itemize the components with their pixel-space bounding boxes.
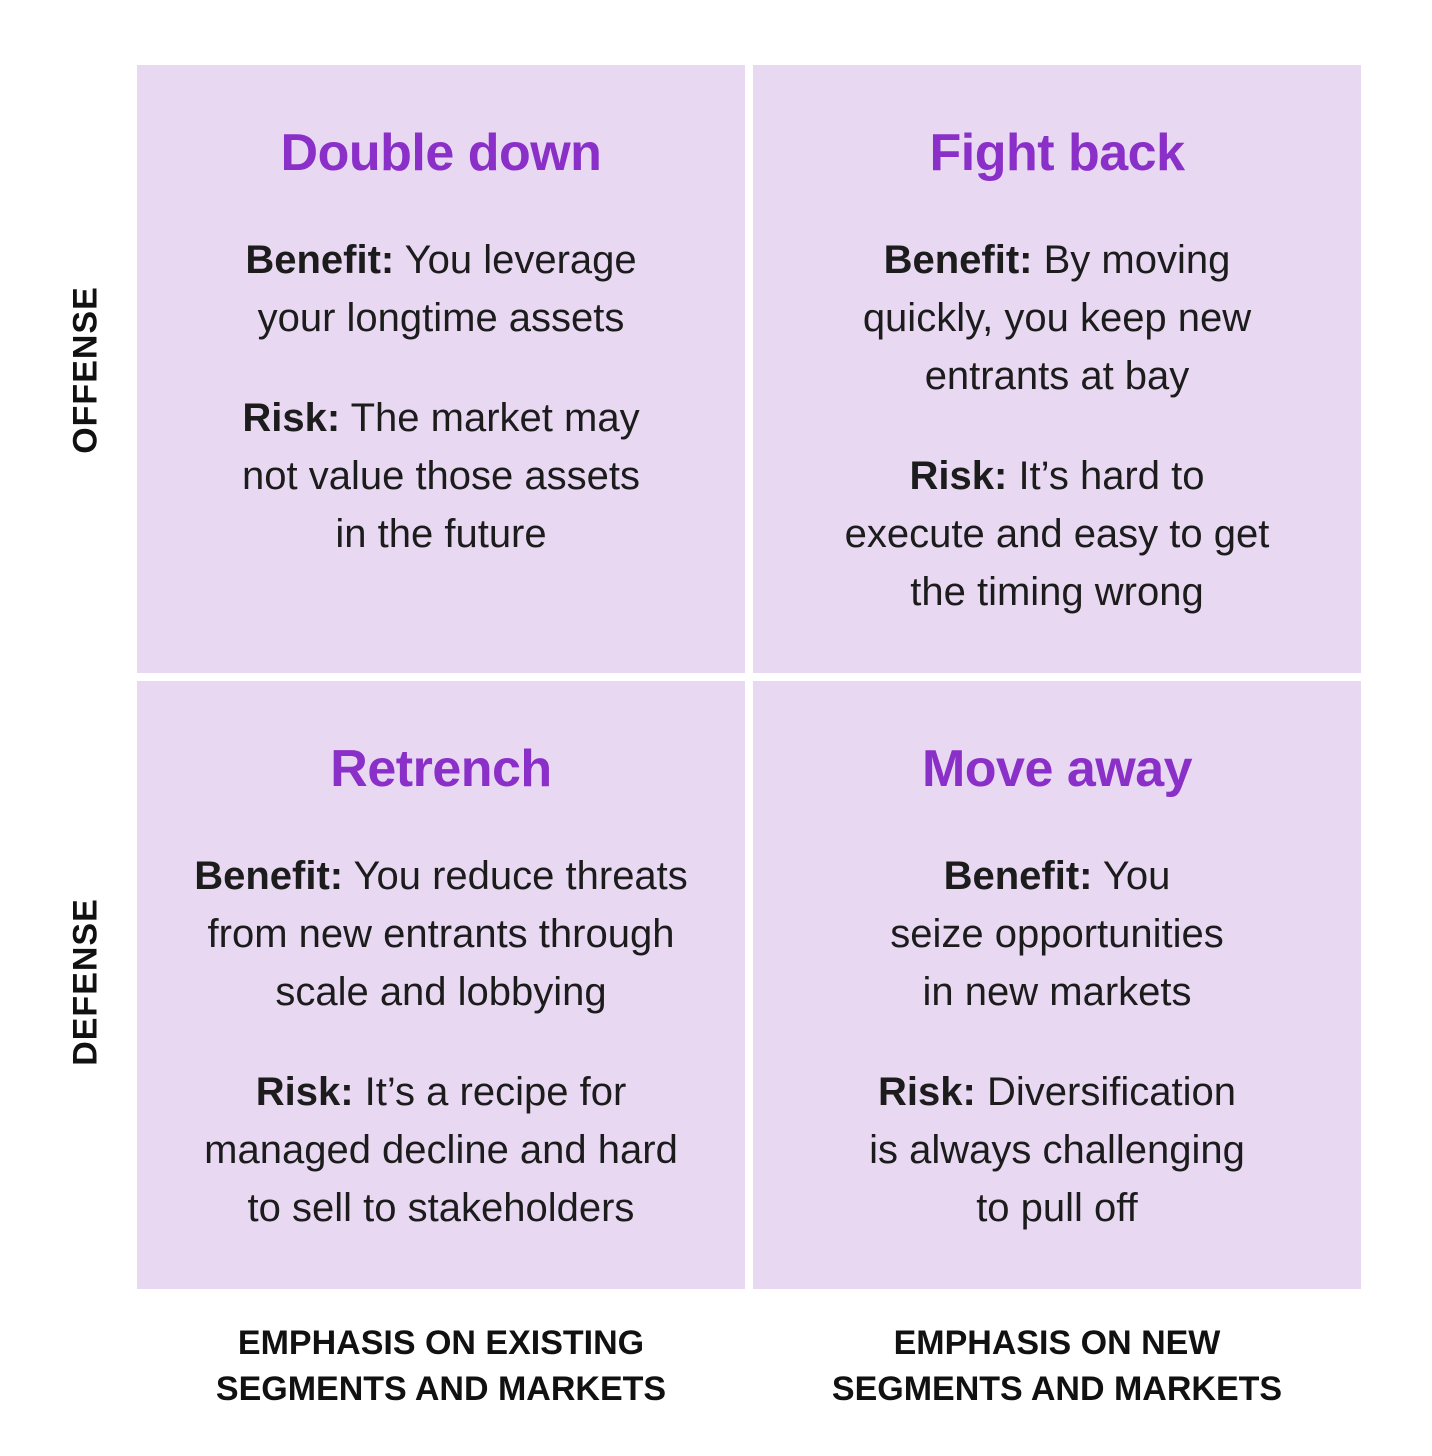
quadrant-move-away: Move away Benefit: You seize opportuniti… [753,681,1361,1289]
benefit-text-line: By moving [1043,238,1231,282]
risk-paragraph: Risk: It’s hard to execute and easy to g… [845,447,1270,621]
quadrant-retrench: Retrench Benefit: You reduce threats fro… [137,681,745,1289]
row-label-offense: OFFENSE [66,286,105,454]
benefit-label: Benefit: [943,854,1093,898]
benefit-paragraph: Benefit: You seize opportunities in new … [869,847,1245,1021]
benefit-text-line: in new markets [922,970,1192,1014]
quadrant-title: Fight back [929,124,1185,182]
risk-label: Risk: [878,1070,976,1114]
risk-label: Risk: [242,396,341,440]
quadrant-body: Benefit: You seize opportunities in new … [869,847,1245,1237]
benefit-text-line: entrants at bay [924,354,1190,398]
benefit-label: Benefit: [883,238,1033,282]
quadrant-body: Benefit: You reduce threats from new ent… [194,847,688,1237]
column-label-line: EMPHASIS ON EXISTING [237,1324,645,1362]
risk-text-line: to sell to stakeholders [247,1186,635,1230]
risk-paragraph: Risk: It’s a recipe for managed decline … [194,1063,688,1237]
benefit-text-line: seize opportunities [890,912,1224,956]
risk-text-line: not value those assets [241,454,641,498]
risk-paragraph: Risk: The market may not value those ass… [242,389,640,563]
benefit-text-line: quickly, you keep new [862,296,1252,340]
benefit-paragraph: Benefit: By moving quickly, you keep new… [845,231,1270,405]
risk-text-line: It’s hard to [1018,454,1205,498]
risk-text-line: is always challenging [869,1128,1245,1172]
column-label-line: SEGMENTS AND MARKETS [831,1370,1283,1408]
risk-label: Risk: [909,454,1008,498]
quadrant-double-down: Double down Benefit: You leverage your l… [137,65,745,673]
risk-text-line: managed decline and hard [204,1128,678,1172]
risk-text-line: to pull off [976,1186,1138,1230]
benefit-text-line: your longtime assets [257,296,625,340]
benefit-paragraph: Benefit: You leverage your longtime asse… [242,231,640,347]
risk-text-line: the timing wrong [910,570,1204,614]
column-label-new-markets: EMPHASIS ON NEW SEGMENTS AND MARKETS [753,1320,1361,1412]
risk-label: Risk: [255,1070,354,1114]
risk-text-line: Diversification [986,1070,1236,1114]
benefit-label: Benefit: [245,238,395,282]
risk-text-line: It’s a recipe for [364,1070,627,1114]
quadrant-body: Benefit: By moving quickly, you keep new… [845,231,1270,621]
risk-paragraph: Risk: Diversification is always challeng… [869,1063,1245,1237]
column-label-line: SEGMENTS AND MARKETS [215,1370,667,1408]
quadrant-title: Move away [921,740,1193,798]
benefit-text-line: scale and lobbying [275,970,607,1014]
quadrant-title: Retrench [330,740,552,798]
row-label-defense: DEFENSE [66,898,105,1066]
column-label-line: EMPHASIS ON NEW [893,1324,1221,1362]
benefit-paragraph: Benefit: You reduce threats from new ent… [194,847,688,1021]
benefit-text-line: You leverage [404,238,637,282]
benefit-text-line: from new entrants through [207,912,675,956]
quadrant-body: Benefit: You leverage your longtime asse… [242,231,640,563]
benefit-text-line: You reduce threats [353,854,688,898]
quadrant-fight-back: Fight back Benefit: By moving quickly, y… [753,65,1361,673]
column-label-existing-markets: EMPHASIS ON EXISTING SEGMENTS AND MARKET… [137,1320,745,1412]
quadrant-title: Double down [280,124,602,182]
benefit-label: Benefit: [194,854,344,898]
risk-text-line: execute and easy to get [844,512,1270,556]
risk-text-line: The market may [350,396,640,440]
benefit-text-line: You [1102,854,1171,898]
risk-text-line: in the future [335,512,547,556]
